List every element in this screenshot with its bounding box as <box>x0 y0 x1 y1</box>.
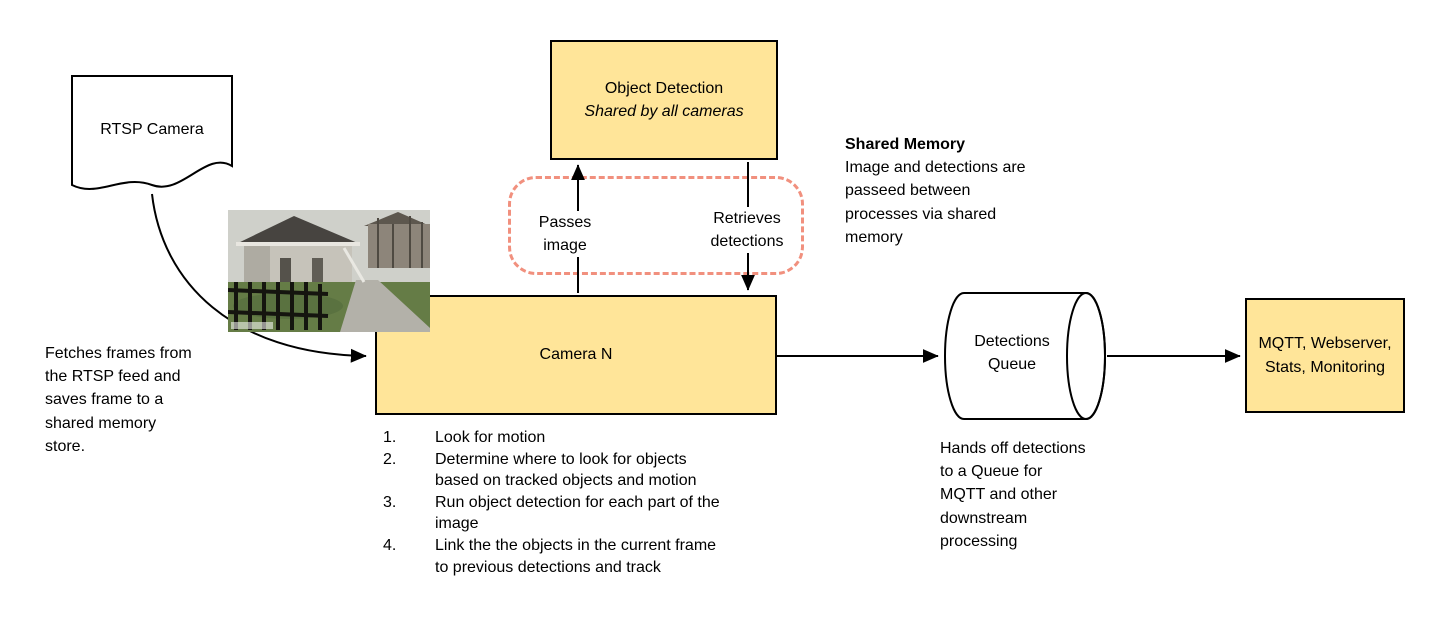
step-text: Look for motion <box>435 429 546 446</box>
object-detection-title: Object Detection <box>604 79 724 97</box>
camera-step-4: 4. Link the the objects in the current f… <box>383 535 793 578</box>
camera-watermark <box>231 322 273 329</box>
step-number: 4. <box>383 536 397 554</box>
shared-memory-note: Shared Memory Image and detections are p… <box>845 133 1050 249</box>
step-number: 2. <box>383 450 397 468</box>
node-mqtt: MQTT, Webserver, Stats, Monitoring <box>1245 298 1405 413</box>
step-number: 3. <box>383 493 397 511</box>
camera-step-3: 3. Run object detection for each part of… <box>383 492 793 535</box>
camera-step-2: 2. Determine where to look for objects b… <box>383 449 793 492</box>
camera-n-steps: 1. Look for motion 2. Determine where to… <box>383 427 793 578</box>
detections-queue-label: Detections Queue <box>974 333 1050 374</box>
fetches-frames-note: Fetches frames from the RTSP feed and sa… <box>45 345 192 455</box>
shared-memory-note-title: Shared Memory <box>845 136 966 153</box>
shared-memory-outline <box>508 176 804 275</box>
step-text: Determine where to look for objects base… <box>435 450 697 490</box>
step-number: 1. <box>383 429 397 446</box>
background-houses <box>364 212 430 268</box>
camera-n-label: Camera N <box>539 346 613 364</box>
camera-snapshot-image <box>227 210 430 332</box>
object-detection-subtitle: Shared by all cameras <box>584 103 744 120</box>
rtsp-camera-label: RTSP Camera <box>100 121 204 138</box>
step-text: Link the the objects in the current fram… <box>435 536 717 576</box>
hands-off-note: Hands off detections to a Queue for MQTT… <box>940 440 1086 550</box>
camera-step-1: 1. Look for motion <box>383 427 793 449</box>
edge-label-passes-image: Passes image <box>528 211 602 258</box>
shared-memory-note-body: Image and detections are passeed between… <box>845 159 1026 246</box>
step-text: Run object detection for each part of th… <box>435 493 720 533</box>
edge-label-retrieves-detections: Retrieves detections <box>703 207 791 254</box>
mqtt-label: MQTT, Webserver, Stats, Monitoring <box>1258 335 1392 376</box>
camera-snapshot-scene <box>227 210 430 332</box>
node-camera-n: Camera N <box>375 295 777 415</box>
node-object-detection: Object Detection Shared by all cameras <box>550 40 778 160</box>
